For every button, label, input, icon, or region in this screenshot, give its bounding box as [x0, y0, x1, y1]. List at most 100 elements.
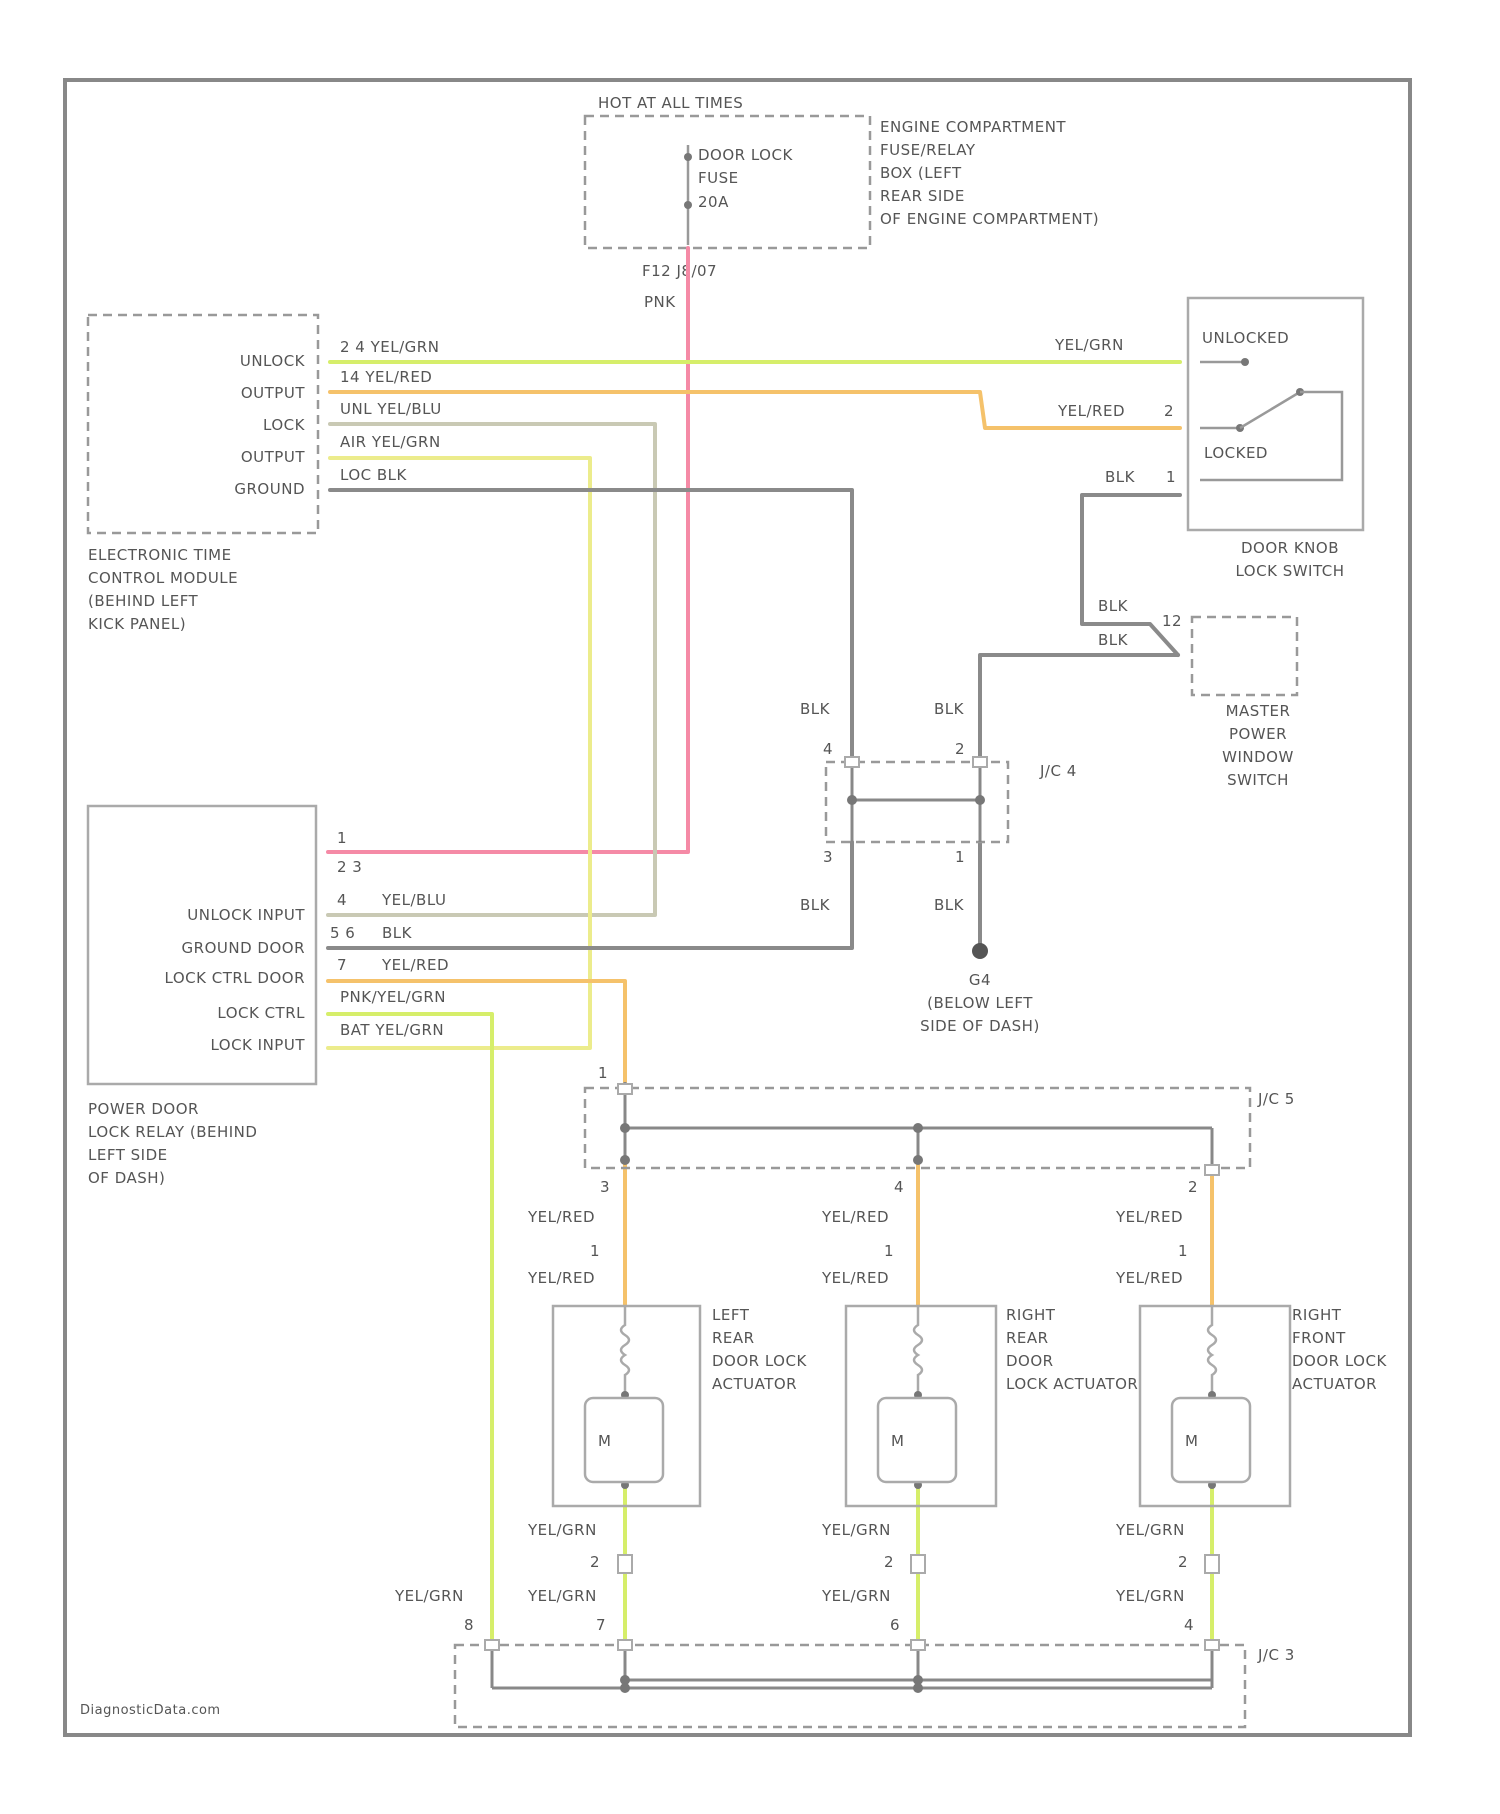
box-label-4: REAR SIDE: [880, 187, 965, 205]
power-door-lock-relay: UNLOCK INPUT GROUND DOOR LOCK CTRL DOOR …: [88, 806, 449, 1187]
act2-name-1: RIGHT: [1006, 1306, 1056, 1324]
knob-pin-2: 2: [1164, 402, 1174, 420]
relay-name-2: LOCK RELAY (BEHIND: [88, 1123, 257, 1141]
master-name-1: MASTER: [1226, 702, 1291, 720]
act2-name-4: LOCK ACTUATOR: [1006, 1375, 1138, 1393]
act2-name-3: DOOR: [1006, 1352, 1054, 1370]
etacm-pin-unlock: UNLOCK: [240, 352, 306, 370]
ground-name-3: SIDE OF DASH): [920, 1017, 1040, 1035]
act1-bottom-wire-1: YEL/GRN: [527, 1521, 597, 1539]
fuse-label-1: DOOR LOCK: [698, 146, 793, 164]
relay-wire-bat: BAT YEL/GRN: [340, 1021, 444, 1039]
jc4-wire-top-right: BLK: [934, 700, 965, 718]
knob-pin-1: 1: [1166, 468, 1176, 486]
act3-top-wire-2: YEL/RED: [1115, 1269, 1183, 1287]
act3-name-1: RIGHT: [1292, 1306, 1342, 1324]
pnk-wire-label: PNK: [644, 293, 676, 311]
relay-pin-num-2: 2 3: [337, 858, 362, 876]
jc3-feed-wire: YEL/GRN: [394, 1587, 464, 1605]
relay-name-1: POWER DOOR: [88, 1100, 199, 1118]
door-knob-lock-switch: UNLOCKED LOCKED YEL/GRN YEL/RED 2 BLK 1 …: [1054, 298, 1363, 580]
fuse-connector-pins: F12 J8/07: [642, 262, 717, 280]
act1-top-wire-1: YEL/RED: [527, 1208, 595, 1226]
etacm-name-3: (BEHIND LEFT: [88, 592, 199, 610]
act2-top-wire-1: YEL/RED: [821, 1208, 889, 1226]
jc5-pin-3: 3: [600, 1178, 610, 1196]
relay-name-4: OF DASH): [88, 1169, 165, 1187]
act3-bottom-pin: 2: [1178, 1553, 1188, 1571]
relay-wire-yelgrn: PNK/YEL/GRN: [340, 988, 446, 1006]
knob-wire-blk: BLK: [1105, 468, 1136, 486]
jc4-wire-top-left: BLK: [800, 700, 831, 718]
hot-label: HOT AT ALL TIMES: [598, 94, 743, 112]
relay-wire-blk: BLK: [382, 924, 413, 942]
jc4-wire-bottom-right: BLK: [934, 896, 965, 914]
etacm-wire-2: 14 YEL/RED: [340, 368, 432, 386]
actuator-left-rear: YEL/RED 1 YEL/RED M LEFT REAR DOOR LOCK …: [527, 1208, 807, 1605]
relay-pin-unlock-input: UNLOCK INPUT: [187, 906, 305, 924]
act3-bottom-wire-1: YEL/GRN: [1115, 1521, 1185, 1539]
etacm-name-2: CONTROL MODULE: [88, 569, 238, 587]
relay-wire-yelblu: YEL/BLU: [381, 891, 446, 909]
act3-name-4: ACTUATOR: [1292, 1375, 1377, 1393]
relay-pin-num-4: 5 6: [330, 924, 355, 942]
relay-pin-num-1: 1: [337, 829, 347, 847]
act1-name-1: LEFT: [712, 1306, 750, 1324]
relay-pin-lock-ctrl-door: LOCK CTRL DOOR: [165, 969, 305, 987]
act3-motor: M: [1185, 1432, 1198, 1450]
power-source: HOT AT ALL TIMES DOOR LOCK FUSE 20A ENGI…: [585, 94, 1099, 311]
knob-name-1: DOOR KNOB: [1241, 539, 1339, 557]
master-name-3: WINDOW: [1222, 748, 1294, 766]
box-label-3: BOX (LEFT: [880, 164, 962, 182]
box-label-2: FUSE/RELAY: [880, 141, 976, 159]
jc3-pin-7: 7: [596, 1616, 606, 1634]
etacm-pin-output-2: OUTPUT: [241, 448, 305, 466]
junction-connector-5: J/C 5 1 3 4 2: [585, 1064, 1295, 1196]
jc3-outline: [455, 1645, 1245, 1727]
knob-name-2: LOCK SWITCH: [1235, 562, 1344, 580]
wires: [328, 248, 1212, 1645]
act3-name-3: DOOR LOCK: [1292, 1352, 1387, 1370]
act2-bottom-wire-1: YEL/GRN: [821, 1521, 891, 1539]
act2-top-wire-2: YEL/RED: [821, 1269, 889, 1287]
etacm-wire-5: LOC BLK: [340, 466, 408, 484]
relay-pin-num-3: 4: [337, 891, 347, 909]
act1-motor: M: [598, 1432, 611, 1450]
master-name-2: POWER: [1229, 725, 1287, 743]
relay-pin-ground-door: GROUND DOOR: [182, 939, 305, 957]
jc3-pin-8: 8: [464, 1616, 474, 1634]
master-switch-outline: [1192, 617, 1297, 695]
jc5-label: J/C 5: [1257, 1090, 1295, 1108]
actuator-right-rear: YEL/RED 1 YEL/RED M RIGHT REAR DOOR LOCK…: [821, 1208, 1138, 1605]
etacm-pin-output: OUTPUT: [241, 384, 305, 402]
locked-label: LOCKED: [1204, 444, 1268, 462]
junction-connector-3: YEL/GRN J/C 3 8 7 6 4: [394, 1587, 1295, 1727]
jc4-pin-1: 1: [955, 848, 965, 866]
act1-top-wire-2: YEL/RED: [527, 1269, 595, 1287]
act1-name-4: ACTUATOR: [712, 1375, 797, 1393]
act1-bottom-wire-2: YEL/GRN: [527, 1587, 597, 1605]
act1-top-pin: 1: [590, 1242, 600, 1260]
relay-name-3: LEFT SIDE: [88, 1146, 168, 1164]
actuator-right-front: YEL/RED 1 YEL/RED M RIGHT FRONT DOOR LOC…: [1115, 1208, 1387, 1605]
master-pin-12: 12: [1162, 612, 1182, 630]
ground-name-2: (BELOW LEFT: [927, 994, 1033, 1012]
jc5-pin-4: 4: [894, 1178, 904, 1196]
jc4-wire-bottom-left: BLK: [800, 896, 831, 914]
jc3-label: J/C 3: [1257, 1646, 1295, 1664]
knob-wire-yelgrn: YEL/GRN: [1054, 336, 1124, 354]
watermark: DiagnosticData.com: [80, 1703, 221, 1718]
jc5-pin-1: 1: [598, 1064, 608, 1082]
ground-g4: G4 (BELOW LEFT SIDE OF DASH): [920, 943, 1040, 1035]
relay-pin-lock-ctrl: LOCK CTRL: [217, 1004, 305, 1022]
act3-name-2: FRONT: [1292, 1329, 1346, 1347]
act1-name-2: REAR: [712, 1329, 755, 1347]
fuse-label-3: 20A: [698, 193, 729, 211]
act2-bottom-pin: 2: [884, 1553, 894, 1571]
etacm-pin-ground: GROUND: [234, 480, 305, 498]
act3-top-wire-1: YEL/RED: [1115, 1208, 1183, 1226]
jc4-pin-4: 4: [823, 740, 833, 758]
master-wire-blk-b: BLK: [1098, 631, 1129, 649]
relay-pin-lock-input: LOCK INPUT: [210, 1036, 305, 1054]
box-label-5: OF ENGINE COMPARTMENT): [880, 210, 1099, 228]
